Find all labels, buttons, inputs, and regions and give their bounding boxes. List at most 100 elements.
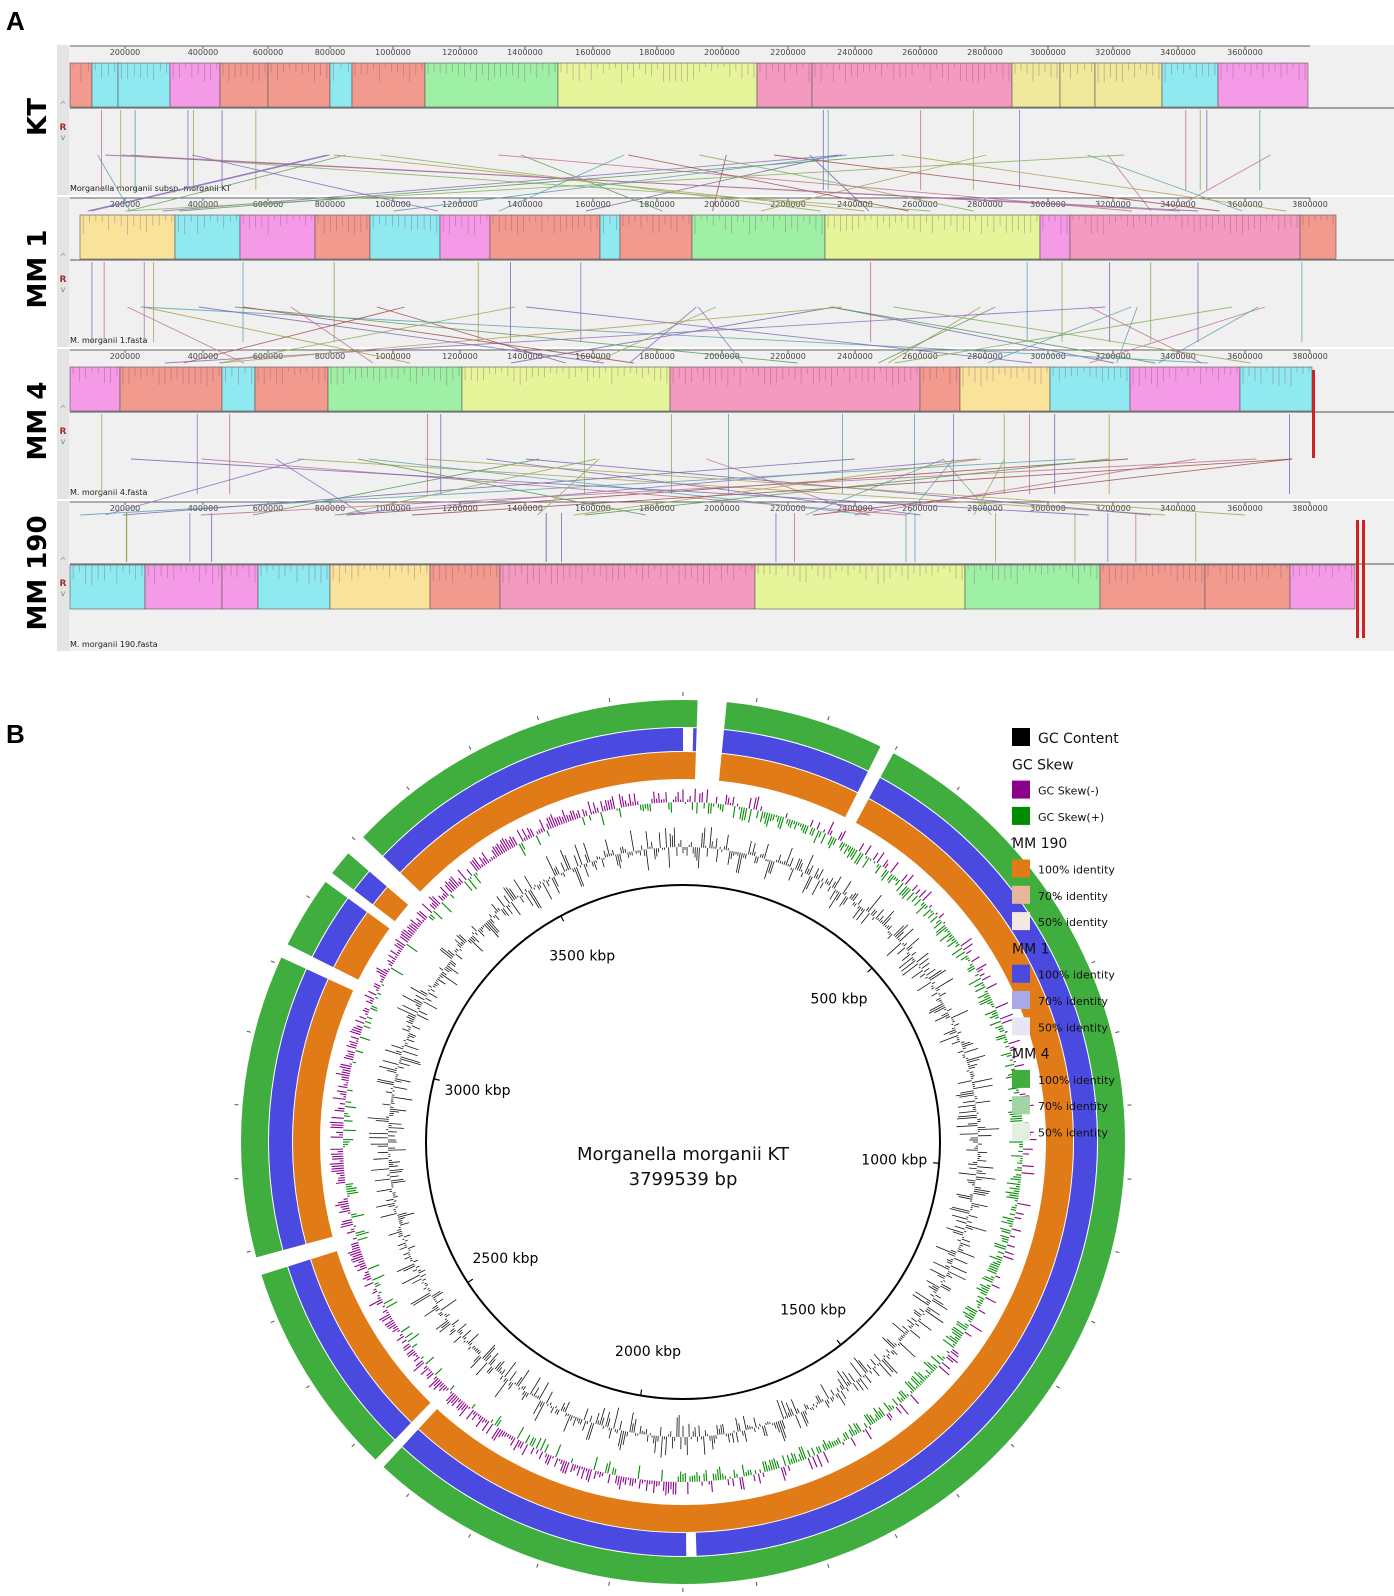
gc-content-bar [757, 1427, 760, 1430]
gc-content-bar [842, 881, 852, 895]
gc-skew-bar [444, 881, 455, 892]
gc-content-bar [828, 891, 840, 909]
gc-skew-bar [1005, 1045, 1010, 1048]
identity-arc [418, 799, 1073, 1532]
gc-content-bar [718, 1428, 721, 1435]
gc-skew-bar [919, 1380, 923, 1384]
gc-skew-bar [596, 807, 599, 813]
lcb-block [91, 62, 119, 108]
gc-content-bar [614, 1429, 617, 1432]
gc-content-bar [669, 833, 672, 848]
gc-skew-bar [798, 1446, 805, 1461]
gc-content-bar [401, 1274, 420, 1285]
gc-content-bar [749, 1426, 751, 1430]
lcb-block [239, 214, 316, 260]
gc-content-bar [402, 995, 422, 1006]
gc-skew-bar [460, 1403, 467, 1411]
gc-skew-bar [995, 1025, 1003, 1029]
gc-skew-bar [480, 864, 484, 868]
panel-b-letter: B [6, 719, 25, 749]
gc-content-bar [622, 846, 625, 854]
gc-skew-bar [489, 859, 492, 862]
gc-skew-bar [376, 1301, 384, 1306]
legend-swatch [1012, 1122, 1030, 1141]
gc-skew-bar [471, 1412, 478, 1421]
gc-skew-bar [787, 1465, 791, 1471]
gc-skew-bar [990, 1003, 994, 1006]
gc-skew-bar [868, 1426, 872, 1430]
gc-content-bar [376, 1202, 395, 1208]
gc-skew-bar [546, 817, 552, 829]
gc-skew-bar [790, 1452, 796, 1464]
ruler-tick-label: 3200000 [1095, 352, 1131, 361]
gc-content-bar [574, 844, 583, 865]
gc-skew-bar [639, 804, 642, 811]
gc-content-bar [509, 1371, 517, 1381]
gc-content-bar [945, 1016, 951, 1019]
gc-skew-bar [401, 930, 412, 939]
gc-content-bar [536, 885, 540, 890]
gc-content-bar [447, 963, 451, 966]
gc-skew-bar [999, 1013, 1013, 1020]
gc-content-bar [853, 903, 857, 907]
gc-skew-bar [991, 1011, 998, 1016]
gc-content-bar [611, 849, 615, 856]
gc-content-bar [900, 1335, 904, 1339]
gc-skew-bar [396, 1335, 405, 1342]
gc-content-bar [921, 962, 930, 969]
gc-content-bar [446, 964, 459, 975]
gc-content-bar [382, 1103, 391, 1106]
gc-content-bar [494, 1361, 502, 1370]
gc-skew-bar [425, 1356, 435, 1365]
gc-content-bar [534, 1402, 545, 1421]
ruler-tick-label: 2800000 [967, 200, 1003, 209]
legend-swatch [1012, 964, 1030, 983]
ruler-tick-label: 2200000 [770, 352, 806, 361]
gc-content-bar [546, 1404, 549, 1407]
gc-skew-bar [569, 810, 574, 821]
gc-skew-bar [343, 1056, 354, 1061]
gc-skew-bar [346, 1191, 359, 1195]
gc-skew-bar [449, 1391, 453, 1394]
gc-content-bar [785, 1402, 792, 1417]
gc-content-bar [427, 1288, 430, 1290]
gc-content-bar [444, 1313, 447, 1316]
gc-skew-bar [1009, 1194, 1019, 1197]
gc-content-bar [469, 1342, 473, 1346]
lcb-connector [699, 154, 974, 212]
gc-content-bar [948, 1253, 956, 1257]
gc-content-bar [417, 1269, 422, 1272]
gc-skew-bar [785, 818, 789, 824]
gc-content-bar [400, 1056, 421, 1063]
gc-content-bar [397, 1212, 407, 1216]
gc-skew-bar [504, 1432, 508, 1437]
legend-item: GC Skew(-) [1038, 785, 1099, 798]
gc-skew-bar [874, 1414, 880, 1421]
gc-skew-bar [439, 886, 449, 897]
gc-skew-bar [745, 1472, 748, 1477]
gc-skew-bar [793, 821, 798, 830]
gc-skew-bar [899, 1403, 909, 1415]
track-r-button-icon: R [60, 579, 67, 589]
gc-content-bar [864, 1374, 872, 1384]
gc-content-bar [856, 1380, 864, 1391]
gc-skew-bar [429, 904, 436, 910]
gc-content-bar [432, 1304, 438, 1309]
ruler-tick-label: 3600000 [1227, 352, 1263, 361]
gc-skew-bar [736, 1473, 738, 1478]
gc-skew-bar [433, 1381, 443, 1390]
gc-content-bar [595, 1412, 600, 1424]
ring-tick [640, 1389, 643, 1396]
legend-header: GC Content [1038, 731, 1119, 747]
gc-skew-bar [910, 1394, 920, 1405]
gc-content-bar [428, 1289, 431, 1292]
gc-content-bar [974, 1188, 990, 1193]
gc-content-bar [810, 1407, 812, 1411]
gc-skew-bar [415, 1360, 423, 1367]
gc-skew-bar [472, 857, 482, 869]
lcb-block [254, 366, 329, 412]
gc-content-bar [467, 1333, 479, 1345]
gc-skew-bar [632, 801, 634, 806]
gc-skew-bar [410, 922, 419, 930]
gc-content-bar [462, 1330, 472, 1339]
